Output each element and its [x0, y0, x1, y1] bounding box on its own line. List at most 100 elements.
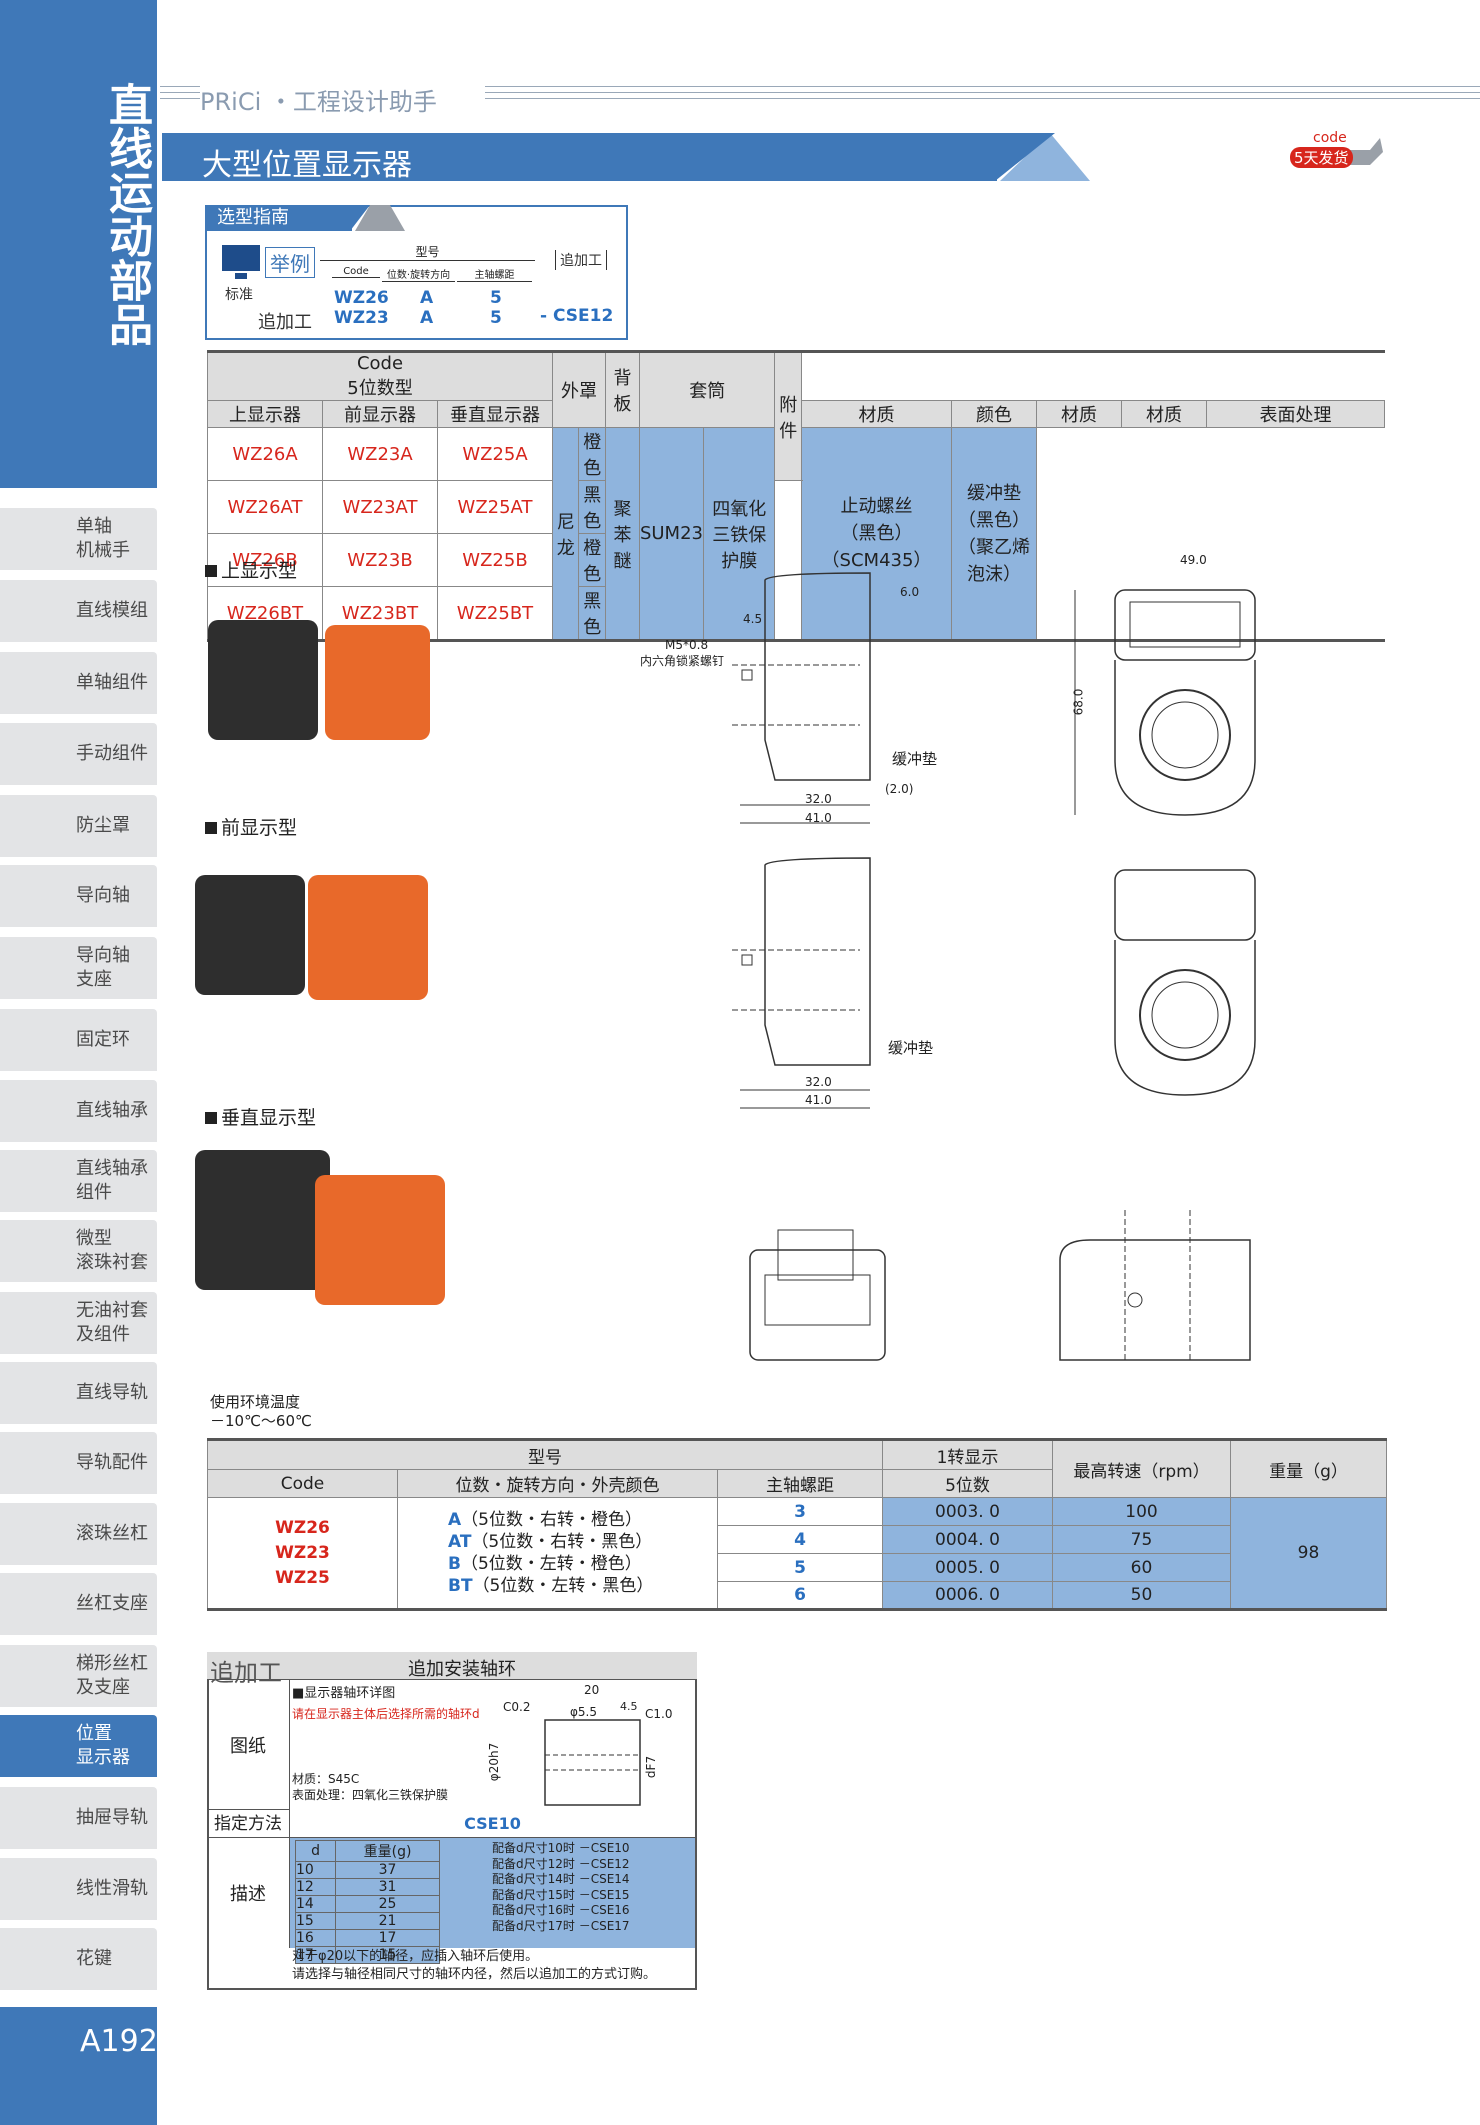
sidebar-item[interactable]: 直线轴承	[0, 1080, 157, 1142]
th-speed: 最高转速（rpm）	[1052, 1439, 1231, 1498]
spec-cell: WZ26B	[207, 533, 323, 587]
sidebar-item[interactable]: 丝杠支座	[0, 1573, 157, 1635]
spec-cell: WZ26A	[207, 427, 323, 481]
extra-title: 追加工	[210, 1659, 282, 1687]
divider	[160, 98, 200, 99]
delivery-badge: code 5天发货	[1285, 130, 1385, 180]
sidebar-item[interactable]: 线性滑轨	[0, 1858, 157, 1920]
dim-label: dF7	[644, 1755, 659, 1779]
sidebar-item[interactable]: 花键	[0, 1928, 157, 1990]
th-top: 上显示器	[207, 400, 323, 428]
extra-footnote: 对于φ20以下的轴径，应插入轴环后使用。请选择与轴径相同尺寸的轴环内径，然后以追…	[292, 1949, 657, 1982]
dim-label: 32.0	[805, 1075, 832, 1089]
th-cover-color: 颜色	[951, 400, 1037, 428]
th-sleeve-mat: 材质	[1121, 400, 1207, 428]
sidebar-item[interactable]: 微型 滚珠衬套	[0, 1220, 157, 1282]
th-back-mat: 材质	[1036, 400, 1122, 428]
dim-label: 20	[584, 1683, 600, 1697]
spec-cell: WZ23AT	[322, 480, 438, 534]
env-temp: 使用环境温度 －10℃～60℃	[210, 1393, 312, 1430]
drawing-vertical-side	[1059, 1210, 1251, 1361]
speed-cell: 60	[1052, 1553, 1231, 1582]
divider	[160, 92, 200, 93]
selection-guide	[205, 205, 628, 340]
dim-label: 41.0	[805, 1093, 832, 1107]
tab-decor	[350, 205, 405, 231]
th-code: Code	[207, 1469, 398, 1498]
section-top-display: 上显示型	[205, 556, 297, 583]
sidebar-item-label: 直线模组	[76, 600, 148, 621]
sidebar-item[interactable]: 手动组件	[0, 723, 157, 785]
pitch-cell: 5	[717, 1553, 883, 1582]
spec-cell: WZ26AT	[207, 480, 323, 534]
sidebar-item-label: 导轨配件	[76, 1452, 148, 1473]
sidebar-item[interactable]: 直线导轨	[0, 1362, 157, 1424]
disp-cell: 0005. 0	[882, 1553, 1053, 1582]
section-vertical-display: 垂直显示型	[205, 1103, 316, 1130]
sidebar-item[interactable]: 直线轴承 组件	[0, 1150, 157, 1212]
sidebar-item[interactable]: 导向轴 支座	[0, 937, 157, 999]
sidebar-item[interactable]: 滚珠丝杠	[0, 1503, 157, 1565]
guide-tab: 选型指南	[207, 205, 352, 231]
sidebar-item[interactable]: 单轴组件	[0, 652, 157, 714]
accessory-screw: 止动螺丝 （黑色） （SCM435）	[801, 427, 952, 641]
dim-label: M5*0.8	[665, 638, 709, 652]
product-photo-black-front	[195, 875, 305, 995]
th-cover: 外罩	[552, 351, 606, 428]
dim-label: 4.5	[620, 1700, 638, 1713]
sidebar-item-label: 梯形丝杠 及支座	[76, 1653, 148, 1698]
drawing-front-side	[732, 857, 871, 1109]
speed-cell: 50	[1052, 1581, 1231, 1610]
sidebar: 直线运动部品 单轴 机械手直线模组单轴组件手动组件防尘罩导向轴导向轴 支座固定环…	[0, 0, 177, 2125]
model-dirs: A（5位数・右转・橙色） AT（5位数・右转・黑色） B（5位数・左转・橙色） …	[397, 1497, 718, 1610]
sidebar-item-label: 丝杠支座	[76, 1593, 148, 1614]
page-number: A1921	[80, 2024, 177, 2059]
th-front: 前显示器	[322, 400, 438, 428]
accessory-cushion: 缓冲垫 （黑色） （聚乙烯泡沫）	[951, 427, 1037, 641]
sidebar-item[interactable]: 固定环	[0, 1009, 157, 1071]
speed-cell: 100	[1052, 1497, 1231, 1526]
title-bar	[162, 133, 997, 181]
guide-extra-label: 追加工	[258, 312, 312, 333]
page-footer	[0, 2007, 157, 2125]
method-label: 指定方法	[207, 1810, 290, 1838]
sidebar-item[interactable]: 梯形丝杠 及支座	[0, 1645, 157, 1707]
sidebar-item-label: 防尘罩	[76, 815, 130, 836]
sidebar-item[interactable]: 抽屉导轨	[0, 1787, 157, 1849]
guide-model-header: 型号	[320, 243, 535, 261]
sidebar-item[interactable]: 防尘罩	[0, 795, 157, 857]
sidebar-item-label: 微型 滚珠衬套	[76, 1228, 148, 1273]
dim-label: C0.2	[503, 1700, 531, 1714]
disp-cell: 0006. 0	[882, 1581, 1053, 1610]
sidebar-item[interactable]: 直线模组	[0, 580, 157, 642]
dim-label: 6.0	[900, 585, 920, 599]
drawing-vertical-front	[749, 1229, 886, 1361]
dim-label: (2.0)	[885, 782, 914, 796]
guide-row1-dir: A	[420, 288, 434, 308]
th-accessory: 附件	[774, 351, 802, 481]
sidebar-item[interactable]: 位置 显示器	[0, 1715, 157, 1777]
dim-label: 缓冲垫	[892, 750, 938, 768]
code-label: code	[1313, 130, 1347, 146]
th-pitch: 主轴螺距	[717, 1469, 883, 1498]
sidebar-item[interactable]: 导轨配件	[0, 1432, 157, 1494]
sleeve-material: SUM23	[638, 427, 705, 641]
guide-code-header: Code	[332, 266, 380, 278]
product-photo-orange-top	[325, 625, 430, 740]
sidebar-header	[0, 0, 157, 488]
dim-label: 4.5	[743, 612, 763, 626]
product-photo-black-top	[208, 620, 318, 740]
detail-note: 请在显示器主体后选择所需的轴环d	[292, 1707, 480, 1721]
guide-row1-pitch: 5	[490, 288, 502, 308]
pitch-cell: 6	[717, 1581, 883, 1610]
method-value: CSE10	[290, 1810, 695, 1838]
sidebar-item[interactable]: 导向轴	[0, 865, 157, 927]
dim-label: 68.0	[1071, 688, 1086, 716]
divider	[485, 98, 1480, 99]
sidebar-item-label: 导向轴 支座	[76, 945, 130, 990]
sidebar-item[interactable]: 无油衬套 及组件	[0, 1292, 157, 1354]
sidebar-item[interactable]: 单轴 机械手	[0, 508, 157, 570]
sidebar-item-label: 直线导轨	[76, 1382, 148, 1403]
